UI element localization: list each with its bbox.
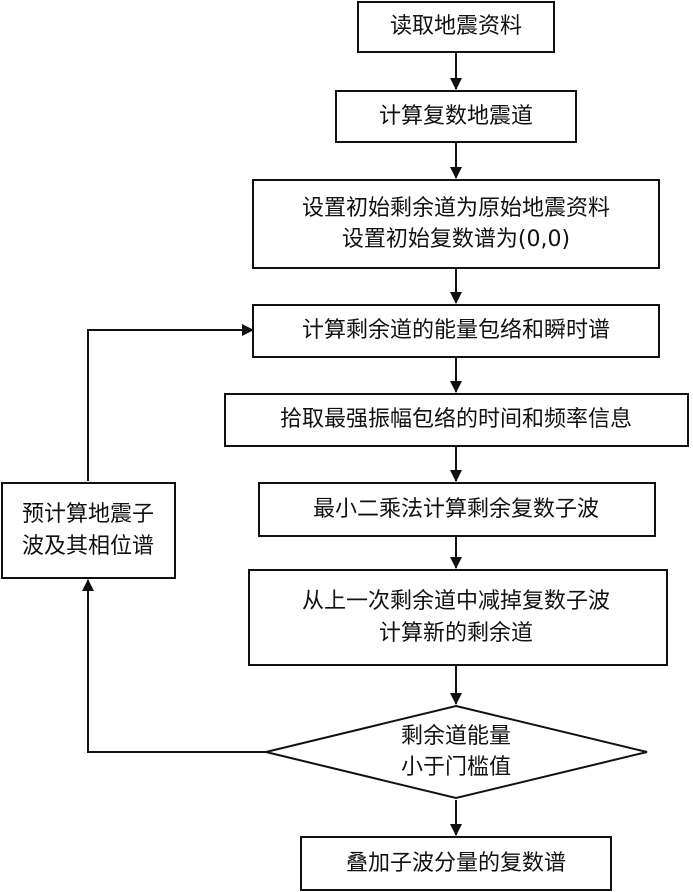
step-least-squares-wavelet-label: 最小二乘法计算剩余复数子波: [313, 497, 599, 522]
step-read-seismic-data-label: 读取地震资料: [390, 14, 522, 39]
step-initialize-residual-line2: 设置初始复数谱为(0,0): [342, 227, 570, 252]
step-precompute-wavelet: 预计算地震子 波及其相位谱: [1, 482, 176, 579]
step-least-squares-wavelet: 最小二乘法计算剩余复数子波: [258, 482, 656, 537]
step-subtract-wavelet: 从上一次剩余道中减掉复数子波 计算新的剩余道: [248, 569, 668, 666]
arrow-decision-to-precompute: [82, 579, 266, 753]
step-stack-spectra: 叠加子波分量的复数谱: [300, 836, 612, 891]
step-subtract-wavelet-line2: 计算新的剩余道: [379, 621, 533, 646]
arrow-precompute-to-envelope: [87, 324, 254, 481]
step-pick-strongest-envelope-label: 拾取最强振幅包络的时间和频率信息: [280, 407, 632, 432]
step-initialize-residual: 设置初始剩余道为原始地震资料 设置初始复数谱为(0,0): [252, 179, 660, 269]
step-precompute-wavelet-line1: 预计算地震子: [22, 502, 154, 527]
step-pick-strongest-envelope: 拾取最强振幅包络的时间和频率信息: [224, 393, 689, 447]
step-initialize-residual-line1: 设置初始剩余道为原始地震资料: [302, 196, 610, 221]
step-stack-spectra-label: 叠加子波分量的复数谱: [346, 851, 566, 876]
decision-residual-energy: 剩余道能量 小于门槛值: [265, 704, 648, 800]
step-compute-complex-trace: 计算复数地震道: [335, 90, 577, 143]
step-precompute-wavelet-line2: 波及其相位谱: [22, 534, 154, 559]
step-compute-complex-trace-label: 计算复数地震道: [379, 104, 533, 129]
step-compute-envelope-label: 计算剩余道的能量包络和瞬时谱: [302, 318, 610, 343]
decision-residual-energy-line2: 小于门槛值: [401, 755, 511, 780]
step-subtract-wavelet-line1: 从上一次剩余道中减掉复数子波: [302, 589, 610, 614]
decision-residual-energy-line1: 剩余道能量: [401, 724, 511, 749]
step-read-seismic-data: 读取地震资料: [357, 1, 555, 53]
step-compute-envelope: 计算剩余道的能量包络和瞬时谱: [252, 304, 660, 358]
